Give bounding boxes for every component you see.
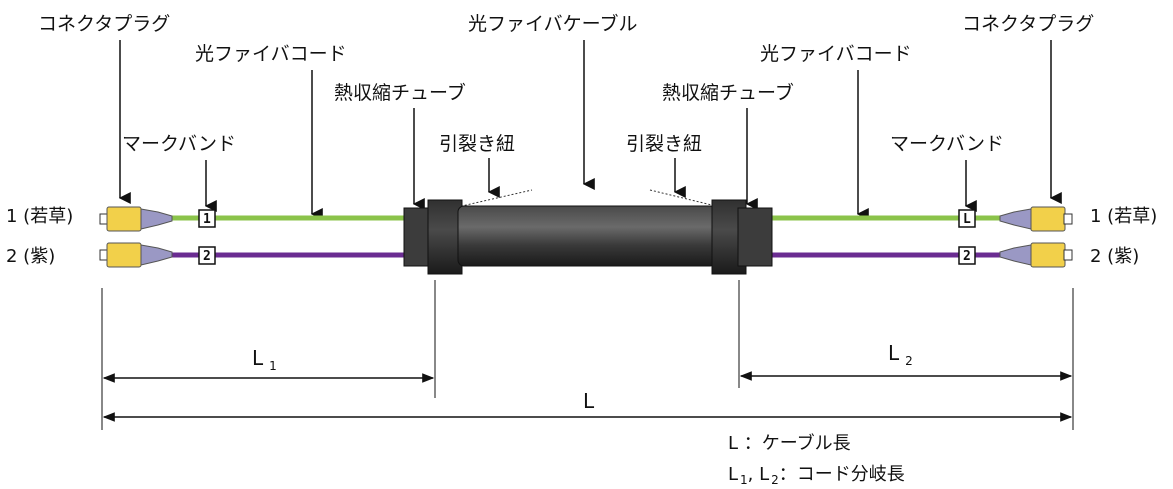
label-mark-band-right: マークバンド <box>890 133 1004 155</box>
mark-band-2-right: 2 <box>958 246 976 265</box>
mark-band-1-right-text: L <box>963 212 971 227</box>
dimension-extension-lines <box>101 280 1074 430</box>
fiber-2-label-left: 2 (紫) <box>6 246 55 267</box>
connector-plug-1-right <box>999 206 1073 232</box>
ripcord-left <box>452 189 533 209</box>
ripcord-right <box>649 189 725 209</box>
label-fiber-cord-right: 光ファイバコード <box>760 43 912 65</box>
connector-plug-2-left <box>99 242 173 268</box>
label-heat-shrink-left: 熱収縮チューブ <box>334 81 466 104</box>
label-mark-band-left: マークバンド <box>122 133 236 155</box>
mark-band-1-left-text: 1 <box>203 212 211 227</box>
mark-band-2-left-text: 2 <box>203 249 211 264</box>
legend-cable-length: L ：ケーブル長 <box>728 432 851 454</box>
label-fiber-cable: 光ファイバケーブル <box>468 12 637 35</box>
label-heat-shrink-right: 熱収縮チューブ <box>662 81 794 104</box>
label-ripcord-left: 引裂き紐 <box>439 133 515 155</box>
label-connector-plug-left: コネクタプラグ <box>38 13 170 35</box>
fiber-1-label-left: 1 (若草) <box>6 206 73 227</box>
dimension-L-label: L <box>583 389 595 413</box>
connector-plug-2-right <box>999 242 1073 268</box>
label-ripcord-right: 引裂き紐 <box>626 133 702 155</box>
fiber-1-label-right: 1 (若草) <box>1090 206 1157 227</box>
label-connector-plug-right: コネクタプラグ <box>962 13 1094 35</box>
connector-plug-1-left <box>99 206 173 232</box>
mark-band-1-left: 1 <box>198 209 216 228</box>
mark-band-2-right-text: 2 <box>963 249 971 264</box>
fiber-cable-body <box>403 199 773 275</box>
mark-band-2-left: 2 <box>198 246 216 265</box>
mark-band-1-right: L <box>958 209 976 228</box>
fiber-2-label-right: 2 (紫) <box>1090 246 1139 267</box>
label-fiber-cord-left: 光ファイバコード <box>195 43 347 65</box>
